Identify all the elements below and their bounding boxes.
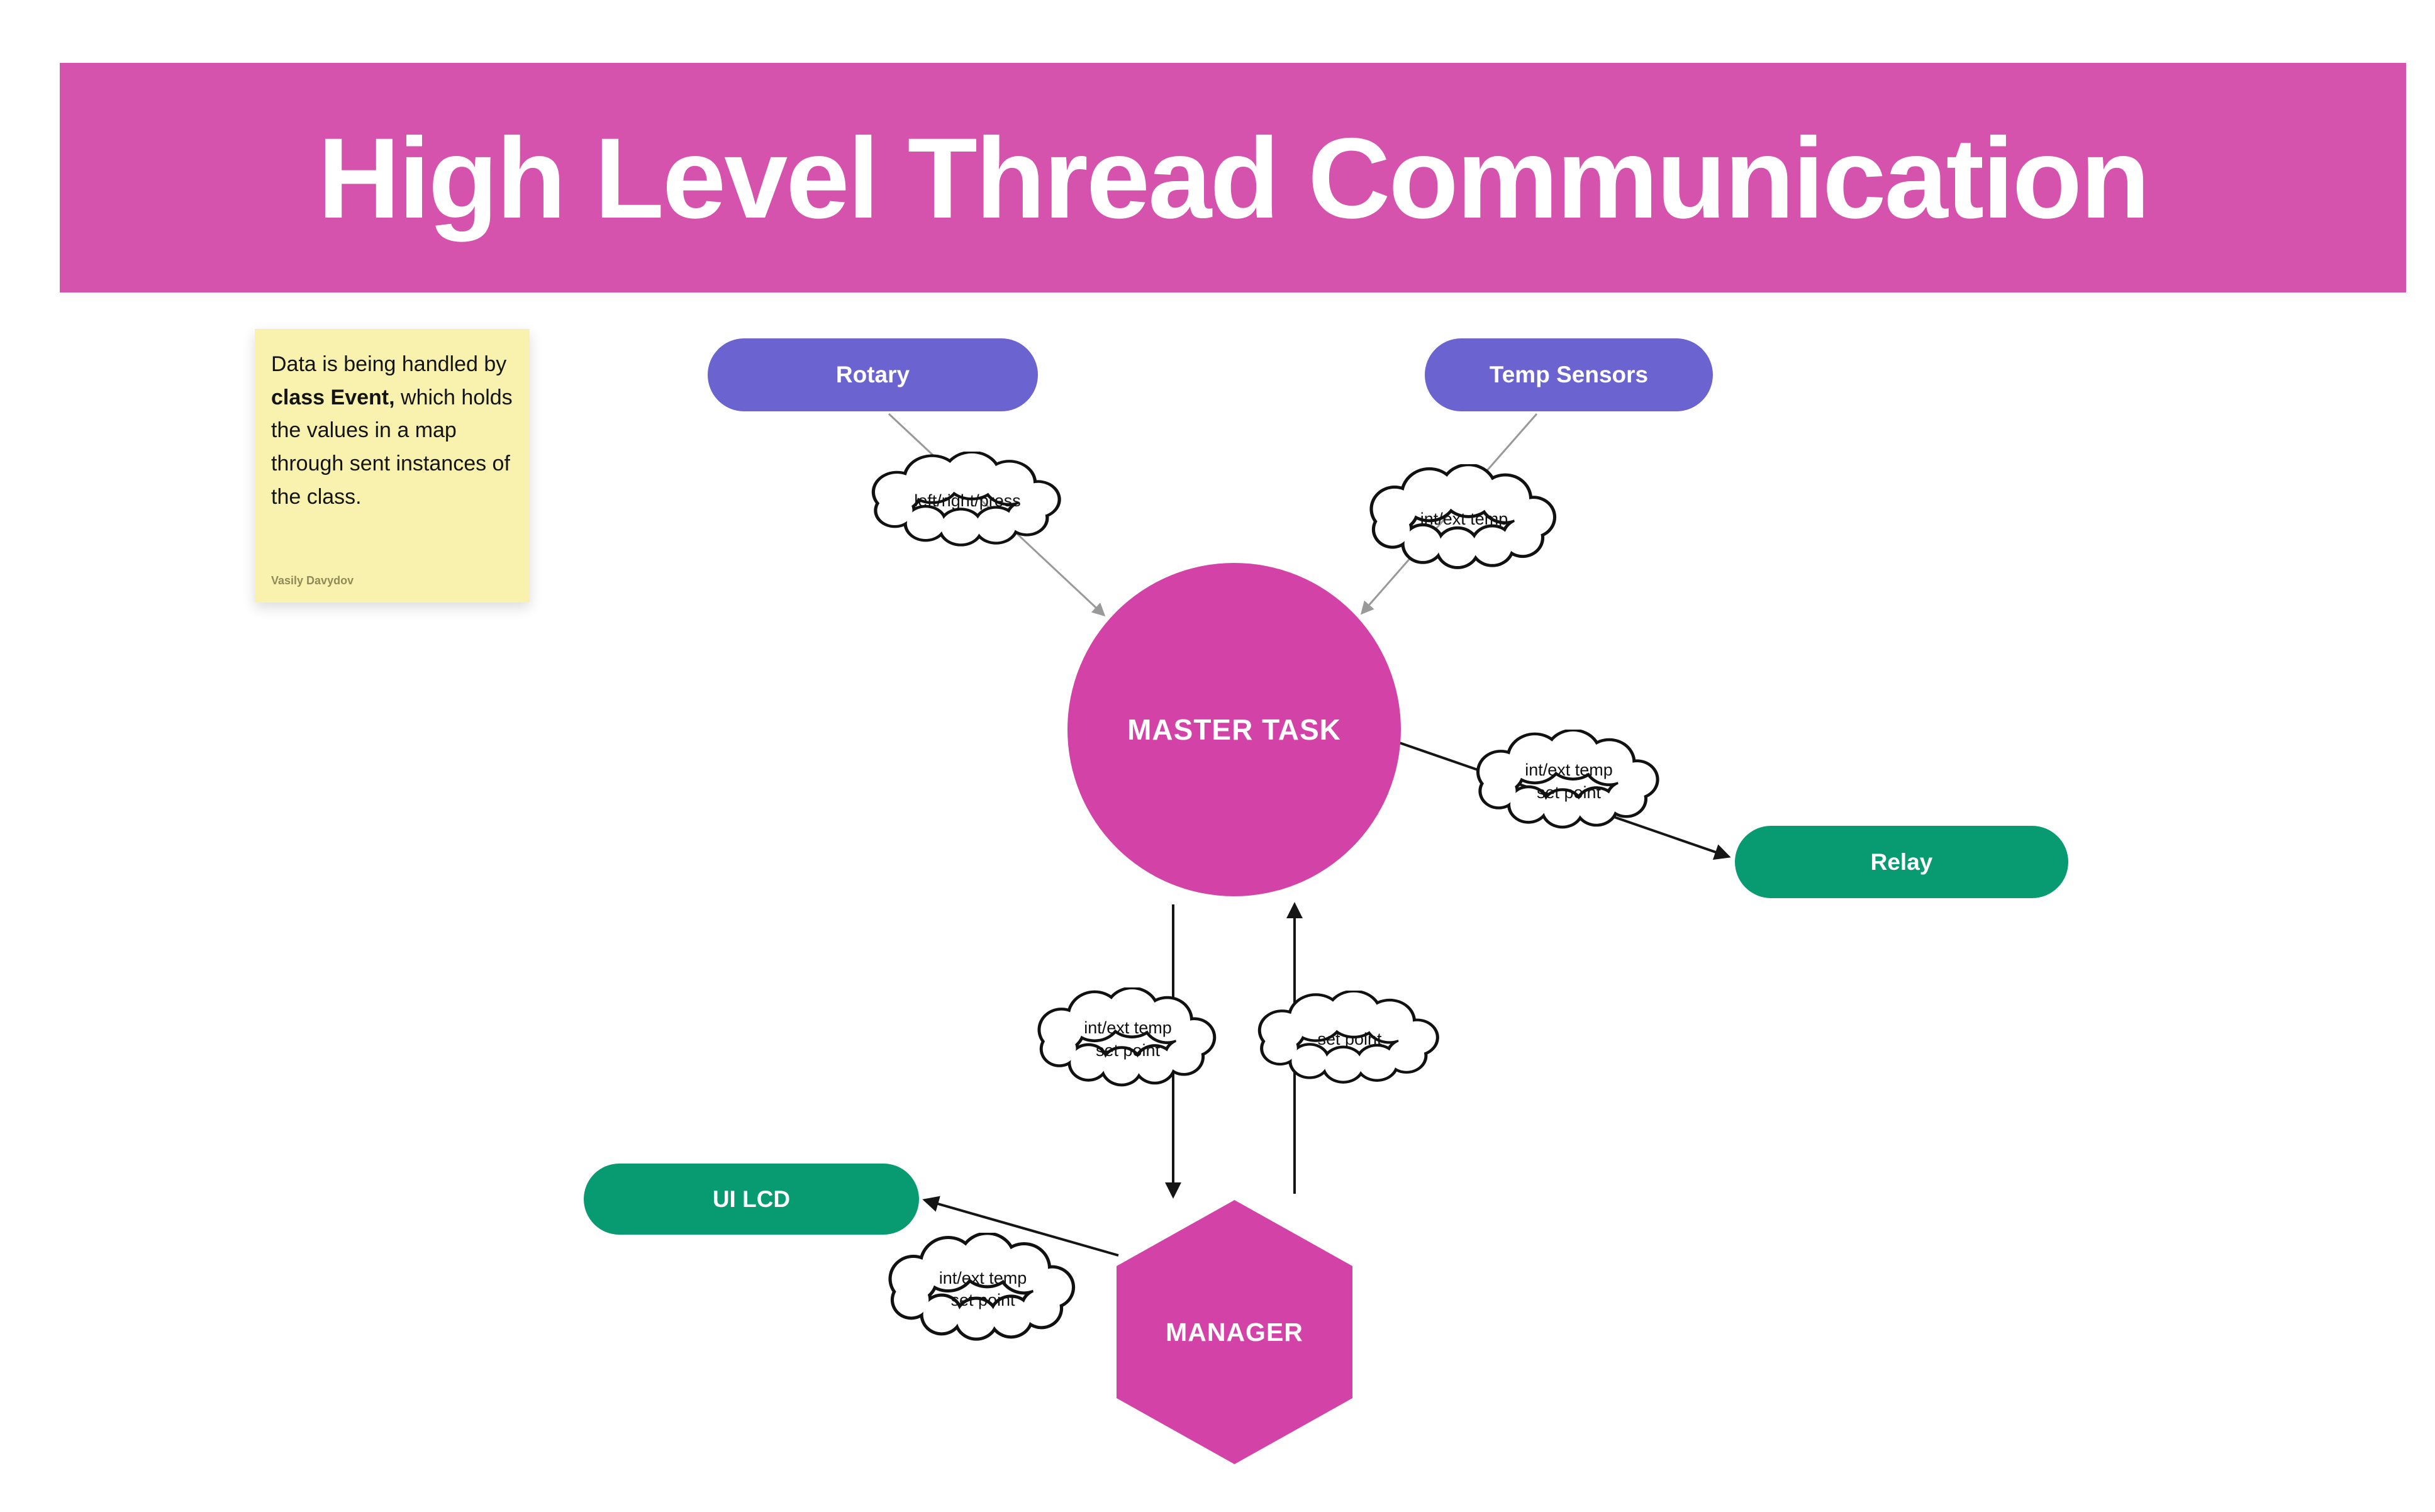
page-title: High Level Thread Communication: [317, 113, 2150, 242]
node-rotary: Rotary: [708, 338, 1038, 411]
node-ui-lcd-label: UI LCD: [712, 1186, 791, 1212]
cloud-label-manager-to-master: set point: [1244, 991, 1455, 1088]
node-relay-label: Relay: [1870, 848, 1933, 875]
cloud-label-master-to-relay: int/ext temp set point: [1463, 730, 1675, 833]
node-temp-sensors-label: Temp Sensors: [1489, 362, 1649, 387]
note-text: Data is being handled by class Event, wh…: [271, 348, 513, 513]
edge-label-rotary-to-master: left/right/press: [914, 491, 1021, 511]
edge-manager-to-uilcd: [922, 1196, 1119, 1257]
note-text-part2: which holds the values in a map through …: [271, 385, 513, 509]
node-relay: Relay: [1735, 826, 2068, 898]
node-temp-sensors: Temp Sensors: [1425, 338, 1713, 411]
cloud-label-temp-to-master: int/ext temp: [1356, 464, 1573, 574]
cloud-label-rotary-to-master: left/right/press: [857, 452, 1078, 551]
node-master-task: MASTER TASK: [1067, 563, 1401, 896]
sticky-note: Data is being handled by class Event, wh…: [255, 329, 530, 603]
node-manager-label: MANAGER: [1166, 1317, 1303, 1347]
cloud-label-manager-to-uilcd: int/ext temp set point: [874, 1233, 1091, 1346]
edge-label-temp-to-master: int/ext temp: [1420, 509, 1508, 528]
node-manager: MANAGER: [1117, 1200, 1352, 1464]
edge-label-manager-to-uilcd: int/ext temp set point: [939, 1268, 1027, 1309]
edge-label-master-to-relay: int/ext temp set point: [1525, 760, 1613, 802]
node-ui-lcd: UI LCD: [584, 1164, 919, 1235]
edge-label-master-to-manager: int/ext temp set point: [1084, 1018, 1172, 1060]
title-banner: High Level Thread Communication: [60, 63, 2406, 292]
note-text-bold: class Event,: [271, 385, 395, 409]
node-rotary-label: Rotary: [835, 362, 910, 387]
edge-label-manager-to-master: set point: [1317, 1029, 1382, 1048]
cloud-label-master-to-manager: int/ext temp set point: [1024, 987, 1232, 1091]
note-author: Vasily Davydov: [271, 574, 354, 587]
note-text-part1: Data is being handled by: [271, 352, 507, 376]
node-master-task-label: MASTER TASK: [1127, 713, 1341, 746]
